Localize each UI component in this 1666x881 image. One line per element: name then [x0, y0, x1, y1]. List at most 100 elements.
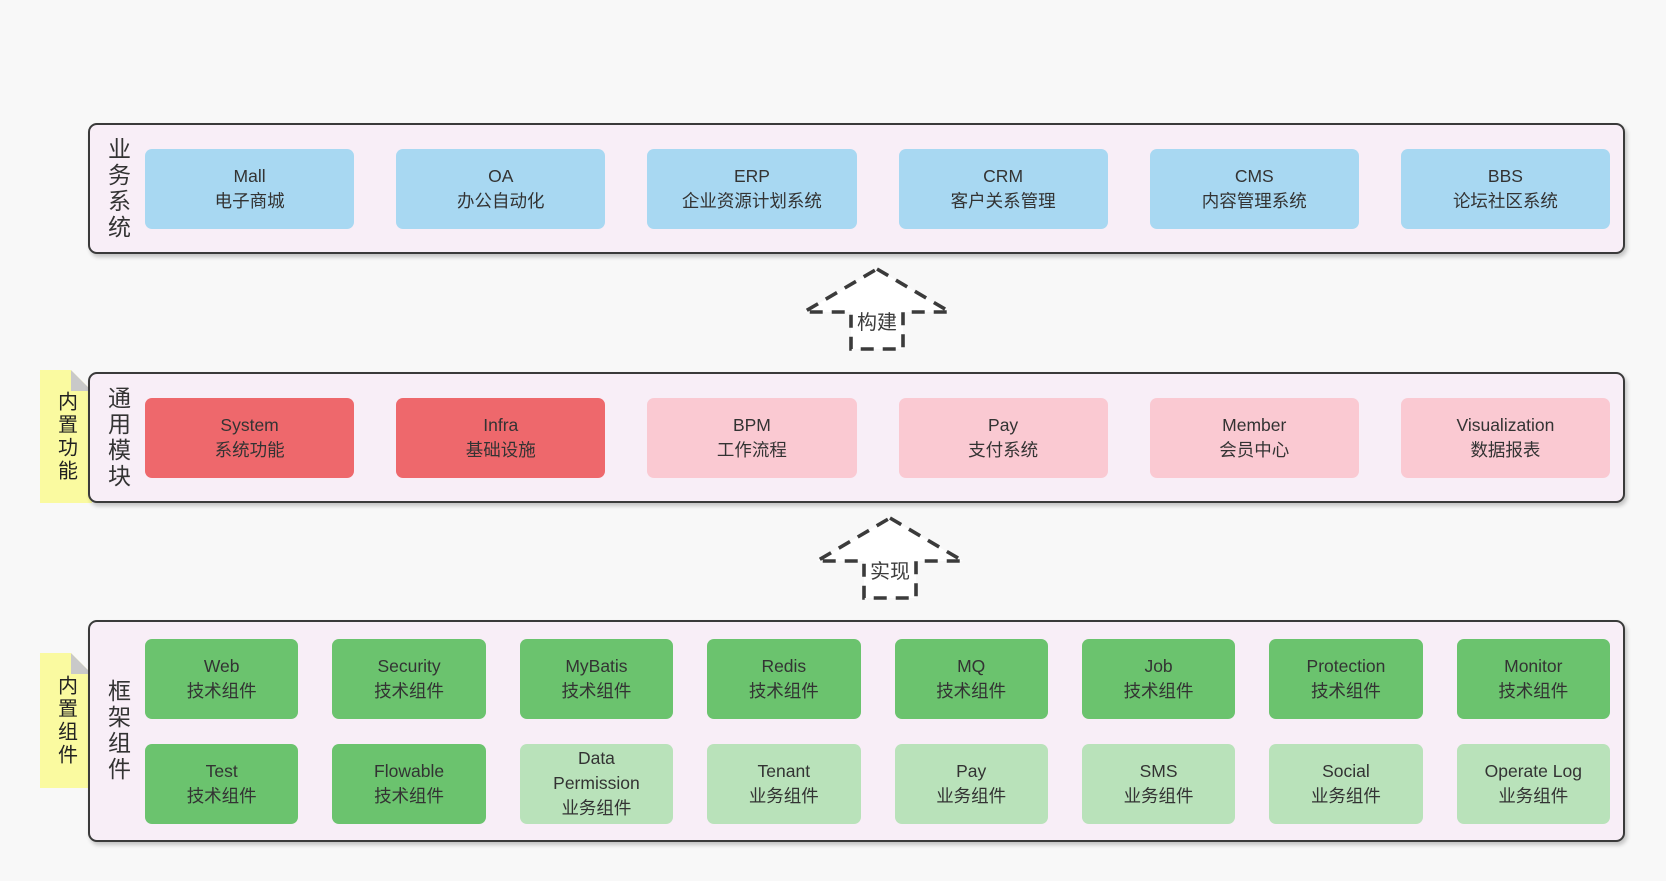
- layer-components-label: 框架组件: [104, 679, 131, 783]
- components-row-1: Web 技术组件 Security 技术组件 MyBatis 技术组件 Redi…: [145, 638, 1610, 719]
- box-name: OA: [488, 165, 514, 186]
- box-pay-component: Pay 业务组件: [894, 743, 1048, 824]
- box-social: Social 业务组件: [1269, 743, 1423, 824]
- box-desc: 技术组件: [1498, 680, 1569, 701]
- box-name: Pay: [988, 414, 1019, 435]
- box-job: Job 技术组件: [1081, 638, 1236, 719]
- box-desc: 业务组件: [1310, 785, 1381, 806]
- box-desc: 系统功能: [214, 439, 285, 460]
- box-name: CRM: [983, 165, 1024, 186]
- box-name: Protection: [1306, 655, 1386, 676]
- box-name: Tenant: [757, 760, 811, 781]
- box-desc: 技术组件: [374, 785, 445, 806]
- layer-modules-label: 通用模块: [104, 385, 131, 490]
- box-name: CMS: [1234, 165, 1274, 186]
- box-protection: Protection 技术组件: [1269, 638, 1423, 719]
- box-desc: 业务组件: [1123, 785, 1194, 806]
- box-mq: MQ 技术组件: [894, 638, 1048, 719]
- layer-label-column: 通用模块: [90, 374, 145, 501]
- box-bbs: BBS 论坛社区系统: [1400, 148, 1611, 229]
- box-desc: 数据报表: [1470, 439, 1541, 460]
- box-desc: 支付系统: [968, 439, 1039, 460]
- box-name: Visualization: [1456, 414, 1555, 435]
- components-rows: Web 技术组件 Security 技术组件 MyBatis 技术组件 Redi…: [145, 622, 1623, 840]
- box-name: Operate Log: [1484, 760, 1582, 781]
- arrow-implement: 实现: [813, 515, 967, 601]
- box-web: Web 技术组件: [145, 638, 299, 719]
- box-cms: CMS 内容管理系统: [1149, 148, 1359, 229]
- box-system: System 系统功能: [145, 397, 355, 478]
- layer-label-column: 业务系统: [90, 125, 145, 252]
- box-name: Monitor: [1504, 655, 1563, 676]
- components-row-2: Test 技术组件 Flowable 技术组件 Data Permission …: [145, 743, 1610, 824]
- dashed-up-arrow-icon: [800, 266, 954, 351]
- layer-framework-components: 框架组件 Web 技术组件 Security 技术组件 MyBatis 技术组件…: [88, 620, 1625, 842]
- box-name: Data Permission: [553, 748, 640, 794]
- box-redis: Redis 技术组件: [707, 638, 861, 719]
- box-name: System: [220, 414, 279, 435]
- box-desc: 技术组件: [561, 680, 632, 701]
- box-desc: 业务组件: [1498, 785, 1569, 806]
- box-desc: 工作流程: [716, 439, 787, 460]
- sticky-note-builtin-components: 内置组件: [40, 653, 92, 788]
- box-crm: CRM 客户关系管理: [898, 148, 1108, 229]
- box-flowable: Flowable 技术组件: [332, 743, 486, 824]
- business-rows: Mall 电子商城 OA 办公自动化 ERP 企业资源计划系统 CRM 客户关系…: [145, 125, 1623, 252]
- box-name: SMS: [1139, 760, 1178, 781]
- box-desc: 论坛社区系统: [1452, 190, 1558, 211]
- box-desc: 业务组件: [561, 797, 632, 818]
- box-desc: 技术组件: [1310, 680, 1381, 701]
- layer-common-modules: 通用模块 System 系统功能 Infra 基础设施 BPM 工作流程 Pay…: [88, 372, 1625, 503]
- business-row: Mall 电子商城 OA 办公自动化 ERP 企业资源计划系统 CRM 客户关系…: [145, 148, 1611, 229]
- box-desc: 业务组件: [748, 785, 819, 806]
- box-name: Mall: [233, 165, 266, 186]
- box-infra: Infra 基础设施: [396, 397, 606, 478]
- modules-rows: System 系统功能 Infra 基础设施 BPM 工作流程 Pay 支付系统…: [145, 374, 1623, 501]
- sticky-label: 内置组件: [54, 674, 77, 767]
- box-visualization: Visualization 数据报表: [1400, 397, 1611, 478]
- box-name: BPM: [732, 414, 771, 435]
- box-name: Pay: [956, 760, 987, 781]
- dashed-up-arrow-icon: [813, 515, 967, 600]
- box-name: Test: [205, 760, 238, 781]
- box-mybatis: MyBatis 技术组件: [519, 638, 674, 719]
- box-monitor: Monitor 技术组件: [1456, 638, 1610, 719]
- box-bpm: BPM 工作流程: [647, 397, 857, 478]
- box-erp: ERP 企业资源计划系统: [647, 148, 857, 229]
- box-name: Job: [1144, 655, 1173, 676]
- box-desc: 客户关系管理: [950, 190, 1056, 211]
- box-desc: 办公自动化: [457, 190, 545, 211]
- box-desc: 电子商城: [214, 190, 285, 211]
- layer-business-systems: 业务系统 Mall 电子商城 OA 办公自动化 ERP 企业资源计划系统 CRM…: [88, 123, 1625, 254]
- box-mall: Mall 电子商城: [145, 148, 355, 229]
- sticky-label: 内置功能: [54, 390, 77, 483]
- box-tenant: Tenant 业务组件: [707, 743, 861, 824]
- box-desc: 技术组件: [1123, 680, 1194, 701]
- box-name: MyBatis: [565, 655, 628, 676]
- box-name: MQ: [957, 655, 986, 676]
- box-desc: 技术组件: [374, 680, 445, 701]
- box-name: Security: [377, 655, 441, 676]
- arrow-implement-label: 实现: [867, 561, 913, 584]
- box-security: Security 技术组件: [332, 638, 486, 719]
- box-desc: 技术组件: [186, 785, 257, 806]
- box-desc: 基础设施: [465, 439, 536, 460]
- box-pay-module: Pay 支付系统: [898, 397, 1108, 478]
- arrow-build-label: 构建: [854, 312, 900, 335]
- box-desc: 技术组件: [748, 680, 819, 701]
- layer-label-column: 框架组件: [90, 622, 145, 840]
- box-name: Social: [1322, 760, 1370, 781]
- sticky-note-builtin-functions: 内置功能: [40, 370, 92, 503]
- box-desc: 会员中心: [1219, 439, 1290, 460]
- box-member: Member 会员中心: [1149, 397, 1359, 478]
- modules-row: System 系统功能 Infra 基础设施 BPM 工作流程 Pay 支付系统…: [145, 397, 1611, 478]
- box-name: Flowable: [374, 760, 445, 781]
- box-desc: 企业资源计划系统: [681, 190, 822, 211]
- box-desc: 技术组件: [186, 680, 257, 701]
- box-sms: SMS 业务组件: [1081, 743, 1236, 824]
- box-name: Redis: [761, 655, 807, 676]
- box-name: Infra: [483, 414, 519, 435]
- box-operate-log: Operate Log 业务组件: [1456, 743, 1610, 824]
- box-name: Web: [203, 655, 240, 676]
- box-data-permission: Data Permission 业务组件: [519, 743, 674, 824]
